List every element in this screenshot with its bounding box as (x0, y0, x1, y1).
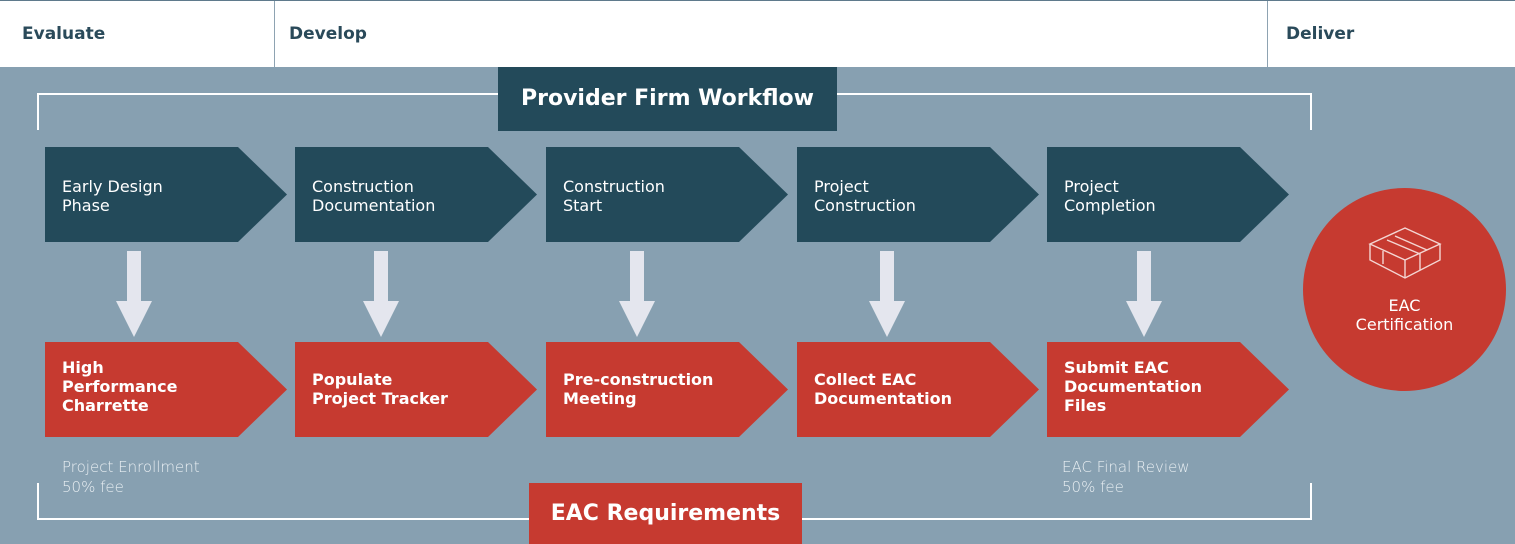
down-arrow-icon (1126, 251, 1162, 337)
phase-develop: Develop (275, 1, 1268, 68)
chevron-shape (1047, 147, 1289, 242)
phase-bar: Evaluate Develop Deliver (0, 0, 1515, 68)
chevron-shape (295, 147, 537, 242)
phase-deliver: Deliver (1286, 24, 1355, 44)
down-arrow-icon (619, 251, 655, 337)
chevron-shape (45, 147, 287, 242)
chevron-shape (1047, 342, 1289, 437)
diagram-panel (0, 67, 1515, 544)
chevron-shape (295, 342, 537, 437)
building-cube-icon (1368, 227, 1442, 279)
chevron-shape (546, 342, 788, 437)
chevron-shape (45, 342, 287, 437)
chevron-shape (797, 342, 1039, 437)
requirements-title: EAC Requirements (529, 483, 802, 544)
chevron-shape (797, 147, 1039, 242)
phase-evaluate: Evaluate (0, 1, 275, 68)
workflow-title: Provider Firm Workflow (498, 67, 837, 131)
down-arrow-icon (116, 251, 152, 337)
down-arrow-icon (869, 251, 905, 337)
chevron-shape (546, 147, 788, 242)
down-arrow-icon (363, 251, 399, 337)
